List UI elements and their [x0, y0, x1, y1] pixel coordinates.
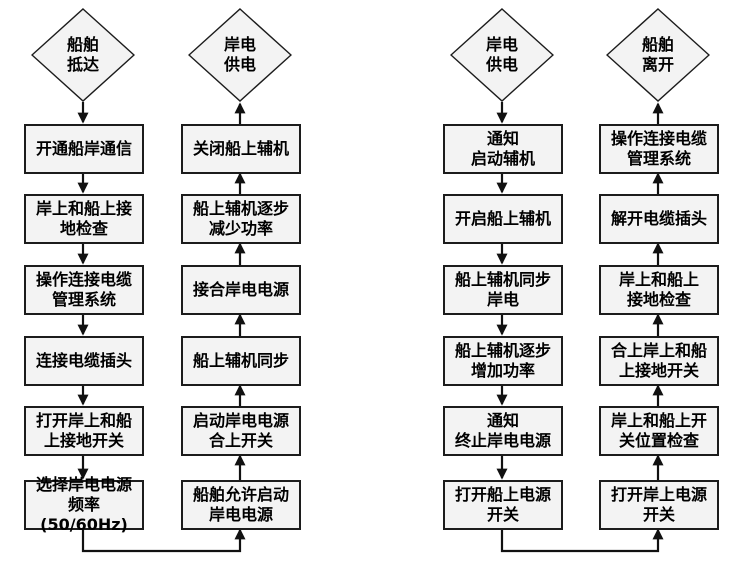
step-power-off-3: 船上辅机同步 岸电	[443, 265, 563, 315]
step-arrival-5: 打开岸上和船 上接地开关	[24, 406, 144, 456]
terminal-shore-power-left: 岸电 供电	[188, 8, 292, 102]
step-departure-2: 解开电缆插头	[599, 194, 719, 244]
step-power-on-3: 接合岸电电源	[181, 265, 301, 315]
step-arrival-3: 操作连接电缆 管理系统	[24, 265, 144, 315]
step-departure-4: 合上岸上和船 上接地开关	[599, 336, 719, 386]
terminal-label: 船舶 离开	[641, 35, 674, 74]
terminal-label: 岸电 供电	[485, 35, 518, 74]
diamond-shape	[188, 8, 292, 102]
step-power-off-2: 开启船上辅机	[443, 194, 563, 244]
step-power-on-1: 关闭船上辅机	[181, 124, 301, 174]
diamond-shape	[450, 8, 554, 102]
terminal-ship-arrival: 船舶 抵达	[31, 8, 135, 102]
terminal-shore-power-right: 岸电 供电	[450, 8, 554, 102]
step-power-on-2: 船上辅机逐步 减少功率	[181, 194, 301, 244]
step-power-off-1: 通知 启动辅机	[443, 124, 563, 174]
diamond-shape	[31, 8, 135, 102]
terminal-label: 岸电 供电	[223, 35, 256, 74]
terminal-label: 船舶 抵达	[66, 35, 99, 74]
step-power-off-6: 打开船上电源 开关	[443, 480, 563, 530]
step-power-off-5: 通知 终止岸电电源	[443, 406, 563, 456]
step-power-off-4: 船上辅机逐步 增加功率	[443, 336, 563, 386]
diamond-shape	[606, 8, 710, 102]
terminal-ship-departure: 船舶 离开	[606, 8, 710, 102]
step-arrival-1: 开通船岸通信	[24, 124, 144, 174]
step-departure-3: 岸上和船上 接地检查	[599, 265, 719, 315]
step-power-on-6: 船舶允许启动 岸电电源	[181, 480, 301, 530]
step-arrival-6: 选择岸电电源 频率(50/60Hz)	[24, 475, 144, 534]
step-arrival-4: 连接电缆插头	[24, 336, 144, 386]
step-departure-6: 打开岸上电源 开关	[599, 480, 719, 530]
step-power-on-4: 船上辅机同步	[181, 336, 301, 386]
step-departure-1: 操作连接电缆 管理系统	[599, 124, 719, 174]
step-departure-5: 岸上和船上开 关位置检查	[599, 406, 719, 456]
step-power-on-5: 启动岸电电源 合上开关	[181, 406, 301, 456]
step-arrival-2: 岸上和船上接 地检查	[24, 194, 144, 244]
